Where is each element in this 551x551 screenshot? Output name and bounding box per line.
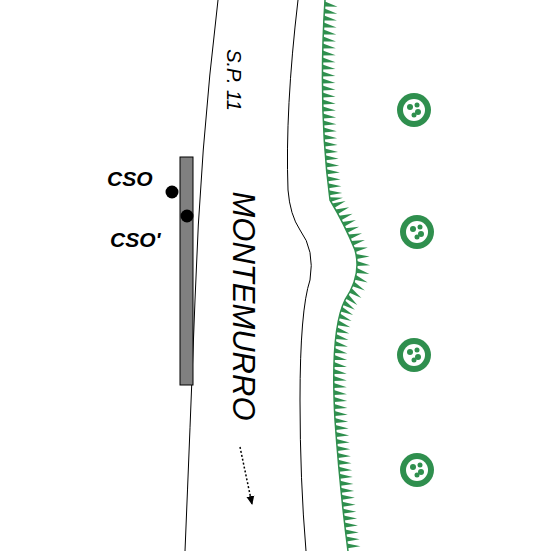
embankment-tooth	[324, 15, 337, 20]
embankment-tooth	[324, 127, 337, 132]
embankment-tooth	[336, 334, 349, 340]
embankment-tooth	[339, 467, 352, 472]
embankment-tooth	[347, 543, 360, 548]
embankment-tooth	[352, 282, 364, 291]
embankment-tooth	[334, 397, 347, 402]
embankment-tooth	[336, 432, 349, 437]
embankment-tooth	[323, 36, 336, 41]
embankment-tooth	[339, 474, 352, 479]
embankment-tooth	[342, 502, 355, 507]
embankment-tooth	[334, 390, 347, 395]
embankment-tooth	[332, 201, 346, 208]
embankment-tooth	[324, 8, 337, 13]
embankment-tooth	[341, 488, 354, 493]
embankment-tooth	[334, 404, 347, 409]
embankment-tooth	[339, 313, 352, 320]
embankment-tooth	[335, 418, 348, 423]
embankment-tooth	[341, 307, 353, 315]
embankment-tooth	[337, 320, 350, 327]
embankment-tooth	[356, 268, 369, 274]
direction-arrow	[240, 447, 252, 504]
embankment-tooth	[322, 78, 335, 83]
embankment-tooth	[334, 383, 347, 388]
embankment-tooth	[323, 113, 336, 118]
cso-point	[181, 210, 194, 223]
embankment-tooth	[340, 481, 353, 486]
embankment-tooth	[324, 134, 337, 139]
embankment-tooth	[323, 57, 336, 62]
embankment-tooth	[323, 43, 336, 48]
embankment-tooth	[323, 50, 336, 55]
embankment-tooth	[343, 509, 356, 514]
embankment-tooth	[329, 190, 342, 195]
embankment-tooth	[324, 22, 337, 27]
embankment-tooth	[336, 327, 349, 333]
embankment-tooth	[323, 92, 336, 97]
embankment-tooth	[328, 183, 341, 188]
embankment-tooth	[344, 523, 357, 528]
embankment-tooth	[355, 275, 368, 282]
embankment-tooth	[341, 495, 354, 500]
embankment-tooth	[327, 169, 340, 174]
embankment-tooth	[357, 261, 370, 266]
embankment-tooth	[324, 141, 337, 146]
embankment-tooth	[339, 214, 353, 221]
embankment-tooth	[334, 362, 347, 367]
road-edge	[287, 0, 311, 551]
embankment-tooth	[342, 220, 356, 226]
embankment-tooth	[335, 341, 348, 347]
embankment-tooth	[326, 162, 339, 167]
embankment-tooth	[338, 460, 351, 465]
embankment-tooth	[334, 348, 347, 353]
embankment-tooth	[349, 288, 361, 298]
embankment-tooth	[345, 227, 359, 233]
embankment-tooth	[345, 530, 358, 535]
embankment-tooth	[356, 254, 370, 259]
embankment-tooth	[338, 453, 351, 458]
embankment-tooth	[322, 71, 335, 76]
embankment-tooth	[348, 233, 362, 239]
embankment-tooth	[323, 106, 336, 111]
tree-symbol	[397, 93, 434, 487]
embankment-tooth	[337, 446, 350, 451]
embankment-tooth	[344, 516, 357, 521]
embankment-line	[322, 0, 357, 551]
embankment-tooth	[334, 376, 347, 381]
sewer-structure	[180, 157, 193, 385]
embankment-tooth	[351, 240, 365, 246]
embankment-tooth	[323, 29, 336, 34]
embankment-tooth	[346, 536, 359, 541]
embankment-tooth	[354, 247, 368, 252]
embankment-tooth	[322, 64, 335, 69]
embankment-tooth	[330, 197, 343, 202]
embankment-tooth	[336, 207, 350, 214]
cso-label: CSO'	[110, 229, 161, 250]
embankment-tooth	[335, 425, 348, 430]
embankment-tooth	[343, 300, 355, 309]
embankment-tooth	[335, 411, 348, 416]
embankment-tooth	[336, 439, 349, 444]
cso-label: CSO	[107, 168, 153, 189]
embankment-tooth	[327, 176, 340, 181]
embankment-tooth	[323, 99, 336, 104]
embankment-tooth	[325, 148, 338, 153]
embankment-tooth	[334, 355, 347, 360]
embankment-tooth	[323, 120, 336, 125]
embankment-tooth	[322, 85, 335, 90]
embankment-teeth	[322, 1, 370, 548]
embankment-tooth	[325, 155, 338, 160]
cso-point	[166, 186, 179, 199]
embankment-tooth	[334, 369, 347, 374]
place-name: MONTEMURRO	[228, 191, 259, 420]
embankment-tooth	[325, 1, 338, 6]
road-name: S.P. 11	[224, 49, 244, 111]
